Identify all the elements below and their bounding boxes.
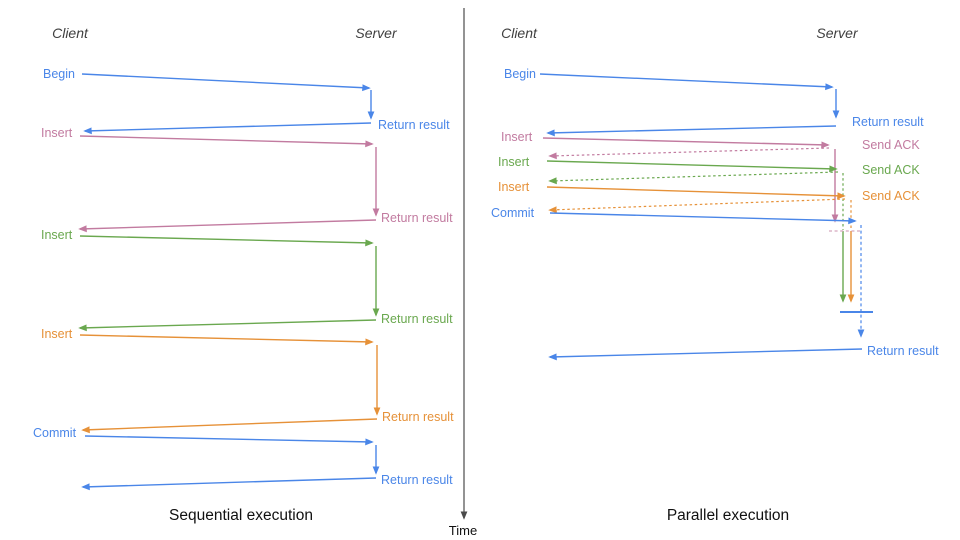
send-ack-label: Send ACK [862, 163, 920, 177]
response-arrow-insert3 [81, 418, 378, 434]
message-label-begin: Begin [43, 67, 75, 81]
return-result-label: Return result [852, 115, 924, 129]
message-label-commit: Commit [491, 206, 535, 220]
return-result-label: Return result [381, 312, 453, 326]
send-ack-label: Send ACK [862, 189, 920, 203]
message-label-insert2: Insert [41, 228, 73, 242]
request-arrow-insert1 [79, 135, 374, 148]
request-arrow-insert2 [546, 160, 838, 173]
request-arrow-insert3 [546, 186, 846, 200]
request-arrow-insert1 [542, 137, 830, 149]
response-arrow-commit [548, 348, 863, 361]
lifeline-header-client: Client [52, 25, 89, 41]
request-arrow-commit [549, 212, 857, 225]
caption-parallel-execution: Parallel execution [667, 507, 789, 524]
message-label-insert3: Insert [41, 327, 73, 341]
request-arrow-begin [81, 73, 371, 92]
lifeline-header-server: Server [355, 25, 398, 41]
message-label-insert1: Insert [41, 126, 73, 140]
return-result-label: Return result [382, 410, 454, 424]
send-ack-label: Send ACK [862, 138, 920, 152]
request-arrow-insert2 [79, 235, 374, 247]
caption-sequential-execution: Sequential execution [169, 507, 313, 524]
return-result-label: Return result [867, 344, 939, 358]
sequential-panel: Client Server Begin Return result Insert… [33, 25, 454, 524]
lifeline-header-client: Client [501, 25, 538, 41]
lifeline-header-server: Server [816, 25, 859, 41]
response-arrow-insert2 [78, 319, 377, 332]
response-arrow-insert1 [78, 219, 377, 233]
ack-dashed-arrow-insert3 [548, 198, 846, 214]
message-label-commit: Commit [33, 426, 77, 440]
message-label-begin: Begin [504, 67, 536, 81]
return-result-label: Return result [378, 118, 450, 132]
response-arrow-commit [81, 477, 377, 491]
response-arrow-begin [546, 125, 837, 137]
time-axis: Time [449, 8, 477, 538]
parallel-panel: Client Server Begin Return result Insert… [491, 25, 939, 524]
return-result-label: Return result [381, 473, 453, 487]
response-arrow-begin [83, 122, 372, 135]
ack-dashed-arrow-insert2 [548, 171, 839, 185]
return-result-label: Return result [381, 211, 453, 225]
request-arrow-begin [539, 73, 834, 91]
message-label-insert3: Insert [498, 180, 530, 194]
time-axis-label: Time [449, 523, 477, 538]
message-label-insert2: Insert [498, 155, 530, 169]
request-arrow-commit [84, 435, 374, 446]
request-arrow-insert3 [79, 334, 374, 346]
ack-dashed-arrow-insert1 [548, 147, 830, 160]
message-label-insert1: Insert [501, 130, 533, 144]
